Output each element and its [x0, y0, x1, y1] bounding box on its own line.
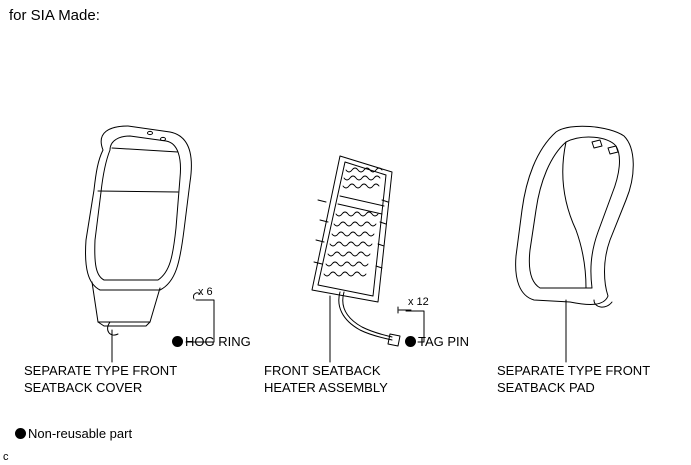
tag-pin-illustration	[397, 306, 425, 343]
heater-assembly-label-line2: HEATER ASSEMBLY	[264, 380, 388, 395]
seatback-cover-label-line1: SEPARATE TYPE FRONT	[24, 363, 178, 378]
seatback-cover-label-line2: SEATBACK COVER	[24, 380, 143, 395]
heater-assembly-label-line1: FRONT SEATBACK	[264, 363, 381, 378]
hog-ring-quantity: x 6	[198, 286, 213, 298]
seatback-pad-illustration	[515, 125, 634, 363]
figure-code: c	[3, 451, 9, 463]
page-heading: for SIA Made:	[9, 7, 100, 24]
legend-non-reusable: Non-reusable part	[15, 425, 132, 443]
seatback-cover-illustration	[85, 125, 192, 363]
heater-assembly-illustration	[311, 155, 401, 363]
non-reusable-dot-icon	[405, 336, 416, 347]
hog-ring-illustration	[185, 292, 215, 343]
seatback-pad-label-line1: SEPARATE TYPE FRONT	[497, 363, 651, 378]
non-reusable-dot-icon	[15, 428, 26, 439]
legend-non-reusable-text: Non-reusable part	[28, 426, 133, 441]
non-reusable-dot-icon	[172, 336, 183, 347]
tag-pin-label: TAG PIN	[405, 333, 469, 351]
hog-ring-label-text: HOG RING	[185, 334, 251, 349]
tag-pin-quantity: x 12	[408, 296, 429, 308]
tag-pin-label-text: TAG PIN	[418, 334, 470, 349]
seatback-pad-label-line2: SEATBACK PAD	[497, 380, 595, 395]
hog-ring-label: HOG RING	[172, 333, 251, 351]
